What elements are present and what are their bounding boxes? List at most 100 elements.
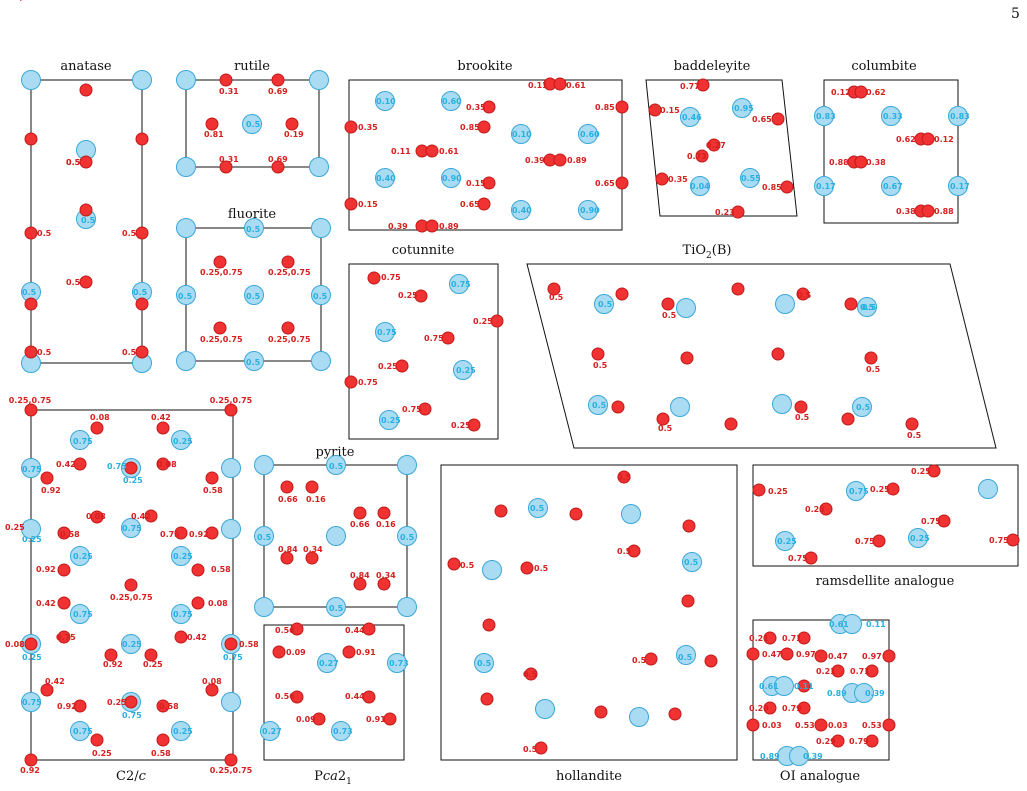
baddeleyite-anion-atom [731, 205, 745, 219]
rutile-anion-atom [219, 73, 233, 87]
ramsdellite-coordinate-label: 0.25 [768, 487, 788, 496]
columbite-anion-atom [921, 204, 935, 218]
title-pca21: Pca21 [314, 769, 352, 787]
columbite-cation-atom [881, 176, 901, 196]
anatase-coordinate-label: 0.5 [66, 278, 81, 287]
fluorite-cation-atom [311, 218, 331, 238]
hollandite-cation-atom [621, 504, 641, 524]
oi-coordinate-label: 0.11 [866, 620, 886, 629]
brookite-coordinate-label: 0.10 [376, 97, 396, 106]
pyrite-coordinate-label: 0.5 [400, 533, 415, 542]
baddeleyite-cation-atom [690, 176, 710, 196]
title-cotunnite: cotunnite [392, 243, 455, 258]
ramsdellite-coordinate-label: 0.25 [910, 534, 930, 543]
pca21-coordinate-label: 0.91 [366, 715, 386, 724]
c2c-cation-atom [70, 430, 90, 450]
c2c-coordinate-label: 0.25 [22, 653, 42, 662]
c2c-anion-atom [24, 637, 38, 651]
fluorite-coordinate-label: 0.5 [313, 292, 328, 301]
brookite-coordinate-label: 0.39 [525, 156, 545, 165]
rutile-coordinate-label: 0.81 [204, 130, 224, 139]
c2c-coordinate-label: 0.25,0.75 [0, 0, 43, 2]
tio2b-coordinate-label: 0.5 [860, 303, 875, 312]
tio2b-cation-atom [772, 394, 792, 414]
columbite-anion-atom [921, 132, 935, 146]
anatase-anion-atom [135, 345, 149, 359]
pca21-anion-atom [342, 645, 356, 659]
c2c-coordinate-label: 0.25 [143, 660, 163, 669]
brookite-anion-atom [615, 176, 629, 190]
hollandite-anion-atom [520, 561, 534, 575]
pca21-coordinate-label: 0.27 [262, 727, 282, 736]
pca21-anion-atom [362, 622, 376, 636]
ramsdellite-anion-atom [1006, 533, 1020, 547]
fluorite-anion-atom [281, 255, 295, 269]
fluorite-cation-atom [244, 218, 264, 238]
tio2b-anion-atom [661, 297, 675, 311]
cell-rutile [185, 79, 320, 168]
pyrite-cation-atom [254, 455, 274, 475]
fluorite-coordinate-label: 0.25,0.75 [200, 335, 243, 344]
pca21-cation-atom [260, 721, 280, 741]
brookite-coordinate-label: 0.39 [388, 222, 408, 231]
c2c-anion-atom [205, 526, 219, 540]
ramsdellite-coordinate-label: 0.75 [788, 554, 808, 563]
brookite-coordinate-label: 0.35 [358, 123, 378, 132]
fluorite-cation-atom [176, 351, 196, 371]
anatase-anion-atom [79, 203, 93, 217]
columbite-coordinate-label: 0.67 [883, 182, 903, 191]
cotunnite-coordinate-label: 0.75 [377, 328, 397, 337]
pca21-coordinate-label: 0.56 [275, 626, 295, 635]
hollandite-coordinate-label: 0.5 [617, 473, 632, 482]
hollandite-cation-atom [676, 645, 696, 665]
cotunnite-coordinate-label: 0.25 [381, 416, 401, 425]
cotunnite-anion-atom [467, 418, 481, 432]
c2c-coordinate-label: 0.92 [20, 766, 40, 775]
brookite-cation-atom [441, 168, 461, 188]
c2c-coordinate-label: 0.92 [57, 702, 77, 711]
c2c-cation-atom [171, 546, 191, 566]
columbite-anion-atom [854, 85, 868, 99]
columbite-cation-atom [948, 106, 968, 126]
brookite-anion-atom [615, 100, 629, 114]
tio2b-cation-atom [775, 294, 795, 314]
columbite-coordinate-label: 0.83 [816, 112, 836, 121]
c2c-cation-atom [221, 692, 241, 712]
anatase-coordinate-label: 0.5 [66, 158, 81, 167]
tio2b-coordinate-label: 0.5 [592, 401, 607, 410]
tio2b-anion-atom [841, 412, 855, 426]
hollandite-anion-atom [534, 741, 548, 755]
oi-cation-atom [789, 746, 809, 766]
tio2b-anion-atom [680, 351, 694, 365]
oi-anion-atom [865, 664, 879, 678]
cell-oi [752, 619, 890, 761]
brookite-cation-atom [511, 124, 531, 144]
pyrite-anion-atom [353, 577, 367, 591]
brookite-anion-atom [553, 153, 567, 167]
cell-brookite [348, 79, 623, 231]
anatase-coordinate-label: 0.5 [37, 348, 52, 357]
c2c-coordinate-label: 0.25 [173, 727, 193, 736]
hollandite-coordinate-label: 0.5 [617, 547, 632, 556]
c2c-anion-atom [40, 471, 54, 485]
c2c-cation-atom [121, 634, 141, 654]
cell-c2c [30, 409, 234, 761]
tio2b-anion-atom [844, 297, 858, 311]
brookite-coordinate-label: 0.35 [466, 103, 486, 112]
brookite-coordinate-label: 0.60 [580, 130, 600, 139]
c2c-anion-atom [156, 421, 170, 435]
c2c-coordinate-label: 0.75 [173, 610, 193, 619]
anatase-anion-atom [24, 226, 38, 240]
oi-coordinate-label: 0.61 [829, 620, 849, 629]
c2c-anion-atom [156, 733, 170, 747]
columbite-cation-atom [881, 106, 901, 126]
cotunnite-coordinate-label: 0.25 [398, 291, 418, 300]
brookite-cation-atom [375, 168, 395, 188]
hollandite-cation-atom [629, 707, 649, 727]
hollandite-anion-atom [681, 594, 695, 608]
columbite-coordinate-label: 0.62 [896, 135, 916, 144]
c2c-cation-atom [171, 430, 191, 450]
hollandite-anion-atom [524, 667, 538, 681]
cotunnite-coordinate-label: 0.25 [378, 362, 398, 371]
